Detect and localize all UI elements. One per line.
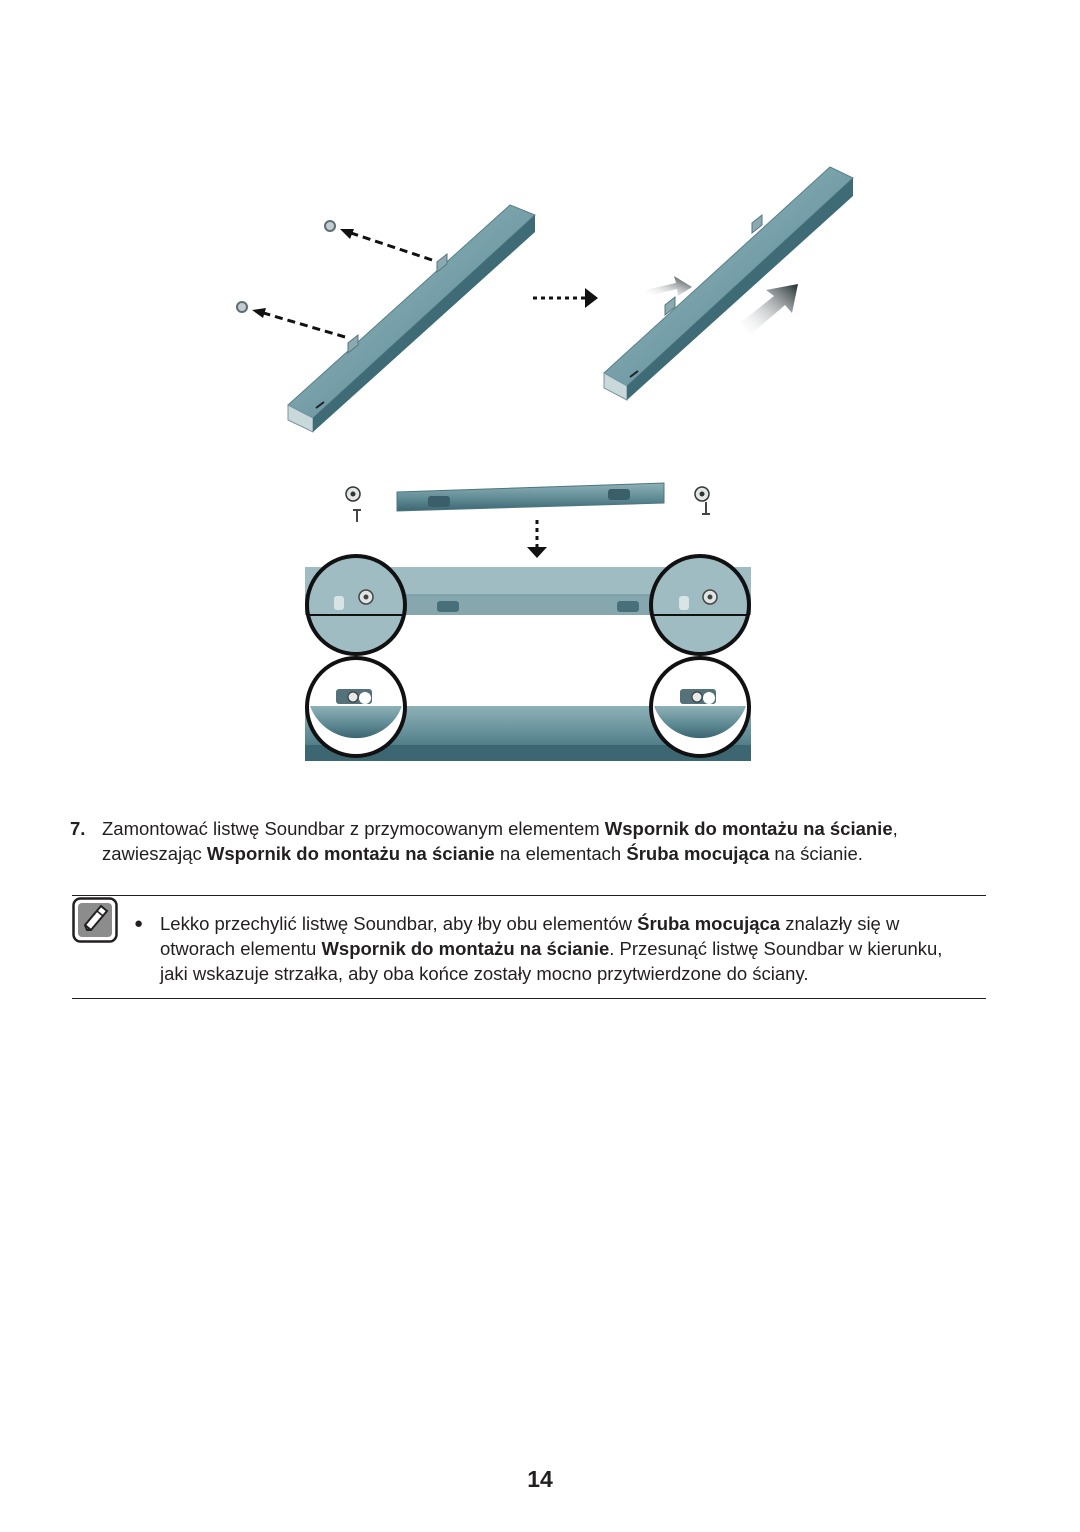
soundbar-before-mounting: [287, 204, 536, 433]
note-text-1: Lekko przechylić listwę Soundbar, aby łb…: [160, 913, 638, 934]
down-arrow: [527, 520, 547, 558]
note-bottom-rule: [72, 998, 986, 999]
screw-heads-small: [236, 220, 336, 313]
push-direction-arrows: [645, 276, 798, 335]
note-text: Lekko przechylić listwę Soundbar, aby łb…: [160, 911, 974, 986]
next-step-arrow: [533, 288, 598, 308]
term-wall-bracket: Wspornik do montażu na ścianie: [604, 818, 893, 839]
note-text-2: znalazły się w otworach elementu: [160, 913, 900, 959]
detail-bracket-on-wall: [305, 554, 751, 656]
step-text-3: na elementach: [494, 843, 627, 864]
term-wall-bracket: Wspornik do montażu na ścianie: [206, 843, 495, 864]
note-block: ● Lekko przechylić listwę Soundbar, aby …: [134, 911, 974, 986]
note-top-rule: [72, 895, 986, 896]
step-number: 7.: [70, 818, 86, 839]
mounting-illustration: [236, 166, 854, 761]
step-text-2: , zawieszając: [102, 818, 898, 864]
detail-soundbar-hung: [305, 656, 751, 761]
term-holder-screw: Śruba mocująca: [637, 913, 781, 934]
note-text-3: . Przesunąć listwę Soundbar w kierunku, …: [160, 938, 943, 984]
note-pencil-icon: [72, 897, 118, 943]
step-text-4: na ścianie.: [769, 843, 863, 864]
step-text-1: Zamontować listwę Soundbar z przymocowan…: [102, 818, 605, 839]
bullet-icon: ●: [134, 915, 144, 932]
screw-removal-arrows: [252, 229, 433, 339]
page-number: 14: [527, 1466, 553, 1492]
mounting-screw-left: [345, 486, 361, 522]
step-7: 7. Zamontować listwę Soundbar z przymoco…: [70, 816, 990, 866]
step-instruction: Zamontować listwę Soundbar z przymocowan…: [102, 816, 990, 866]
mounting-screw-right: [694, 486, 710, 515]
wall-bracket: [396, 482, 665, 512]
term-holder-screw: Śruba mocująca: [626, 843, 770, 864]
soundbar-after-mounting: [603, 166, 854, 401]
term-wall-bracket: Wspornik do montażu na ścianie: [321, 938, 610, 959]
